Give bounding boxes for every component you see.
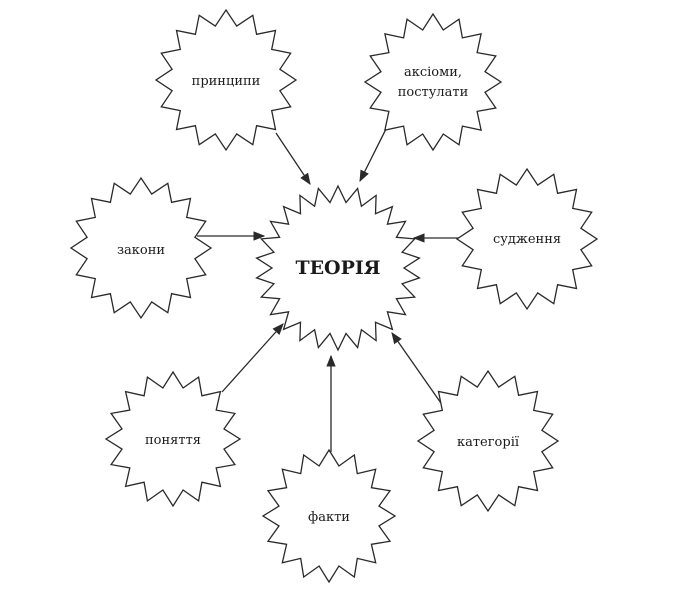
node-label: поняття xyxy=(145,433,201,448)
node-star-shape xyxy=(363,12,503,152)
arrow-poniattia-to-center xyxy=(221,323,284,393)
node-poniattia: поняття xyxy=(104,370,242,508)
node-label-line-2: постулати xyxy=(398,85,468,100)
center-node: ТЕОРІЯ xyxy=(255,184,421,352)
node-label: принципи xyxy=(192,74,261,89)
node-star-shape xyxy=(261,448,397,584)
node-katehorii: категорії xyxy=(416,369,560,513)
node-star-shape xyxy=(455,167,599,311)
arrow-pryntsypy-to-center xyxy=(275,132,311,185)
node-star-shape xyxy=(69,176,213,320)
node-label: судження xyxy=(493,232,561,247)
node-label-line-1: аксіоми, xyxy=(404,65,462,80)
node-star-shape xyxy=(154,8,298,152)
arrow-katehorii-to-center xyxy=(391,332,444,407)
node-label: закони xyxy=(117,243,165,258)
node-aksiomy: аксіоми, постулати xyxy=(363,12,503,152)
node-label: факти xyxy=(308,510,350,525)
node-fakty: факти xyxy=(261,448,397,584)
node-sudzhennia: судження xyxy=(455,167,599,311)
node-label: категорії xyxy=(457,435,520,450)
node-star-shape xyxy=(416,369,560,513)
node-zakony: закони xyxy=(69,176,213,320)
node-pryntsypy: принципи xyxy=(154,8,298,152)
node-star-shape xyxy=(104,370,242,508)
center-star-shape xyxy=(255,184,421,352)
center-label: ТЕОРІЯ xyxy=(295,257,380,279)
